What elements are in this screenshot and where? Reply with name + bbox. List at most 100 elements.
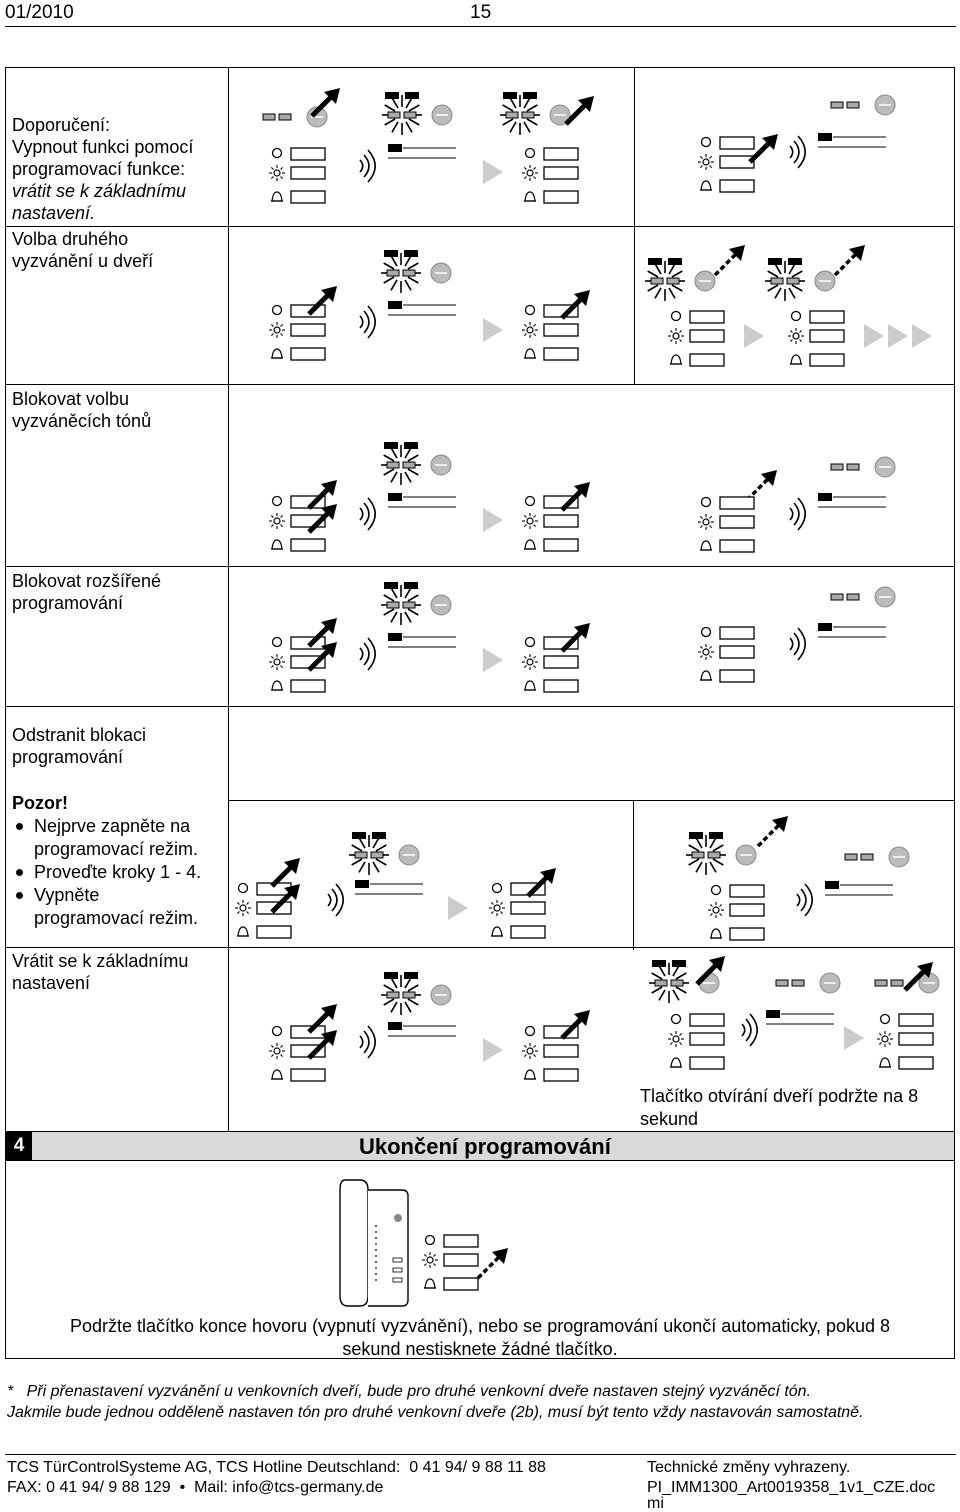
sound-icon <box>741 1013 758 1047</box>
key-ring <box>809 310 845 324</box>
tone-signal-icon <box>388 633 456 648</box>
key-bell <box>543 1068 579 1082</box>
sound-icon <box>789 627 806 661</box>
door-unit <box>500 92 571 135</box>
key-bell <box>290 347 326 361</box>
key-icon <box>830 593 844 601</box>
key-light <box>719 645 755 659</box>
led-icon <box>404 442 418 449</box>
key-bell <box>290 679 326 693</box>
key-icon <box>666 277 680 285</box>
sun-icon <box>526 658 534 666</box>
key-light <box>719 515 755 529</box>
warning-bullet: Proveďte kroky 1 - 4. <box>12 861 201 884</box>
recommendation-text: Doporučení: Vypnout funkci pomocí progra… <box>12 115 194 223</box>
ring-icon <box>524 1025 536 1037</box>
key-bell <box>443 1277 479 1291</box>
tone-signal-icon <box>388 301 456 316</box>
press-arrow-icon <box>560 1010 590 1040</box>
press-arrow-icon <box>307 504 337 534</box>
bell-icon <box>237 926 249 937</box>
key-light <box>510 901 546 915</box>
button-panel <box>698 626 755 683</box>
key-icon <box>402 601 416 609</box>
bell-icon <box>271 191 283 202</box>
led-icon <box>668 258 682 265</box>
door-unit <box>775 972 841 994</box>
key-bell <box>290 538 326 552</box>
key-icon <box>691 851 705 859</box>
bell-icon <box>271 539 283 550</box>
door-unit <box>381 442 452 485</box>
sun-icon <box>526 1047 534 1055</box>
release-arrow-icon <box>745 470 777 502</box>
led-icon <box>384 250 398 257</box>
press-arrow-icon <box>748 134 778 164</box>
sun-icon <box>712 906 720 914</box>
sound-icon <box>796 883 813 917</box>
led-icon <box>404 972 418 979</box>
step4-bar <box>6 1132 954 1160</box>
ring-icon <box>700 496 712 508</box>
tone-signal-icon <box>388 144 456 159</box>
sun-icon <box>273 1047 281 1055</box>
handset-icon <box>339 1179 409 1307</box>
next-step-arrow-icon <box>864 324 884 348</box>
block-ringtone-title: Blokovat volbu vyzváněcích tónů <box>12 389 152 431</box>
bell-icon <box>700 540 712 551</box>
next-step-arrow-icon <box>888 324 908 348</box>
warning-title: Pozor! <box>12 793 68 813</box>
ring-icon <box>271 304 283 316</box>
bell-icon <box>524 680 536 691</box>
door-unit <box>381 972 452 1015</box>
button-panel <box>698 136 755 193</box>
sound-icon <box>789 497 806 531</box>
ring-icon <box>670 310 682 322</box>
key-light <box>689 1032 725 1046</box>
press-arrow-icon <box>307 1030 337 1060</box>
sun-icon <box>526 326 534 334</box>
key-icon <box>670 979 684 987</box>
ring-icon <box>424 1234 436 1246</box>
led-icon <box>384 442 398 449</box>
release-arrow-icon <box>833 245 865 277</box>
ring-icon <box>710 884 722 896</box>
sun-icon <box>239 904 247 912</box>
key-icon <box>278 113 292 121</box>
key-bell <box>689 1056 725 1070</box>
key-icon <box>262 113 276 121</box>
key-icon <box>874 979 888 987</box>
press-arrow-icon <box>307 1004 337 1034</box>
ring-icon <box>271 1025 283 1037</box>
tone-signal-icon <box>825 881 893 896</box>
ring-icon <box>271 147 283 159</box>
key-light <box>689 329 725 343</box>
button-panel <box>668 1013 725 1070</box>
bell-icon <box>879 1057 891 1068</box>
tone-signal-icon <box>355 880 423 895</box>
door-unit <box>381 582 452 625</box>
key-bell <box>729 927 765 941</box>
key-ring <box>689 1013 725 1027</box>
next-step-arrow-icon <box>448 896 468 920</box>
header-rule <box>5 26 956 27</box>
key-ring <box>290 636 326 650</box>
tone-signal-icon <box>766 1010 834 1025</box>
door-unit <box>830 94 896 116</box>
warning-bullet: Nejprve zapněte na programovací režim. <box>12 815 201 861</box>
sun-icon <box>881 1035 889 1043</box>
sun-icon <box>672 332 680 340</box>
step4-number: 4 <box>6 1132 32 1160</box>
ring-icon <box>524 495 536 507</box>
bell-icon <box>271 1069 283 1080</box>
key-ring <box>719 136 755 150</box>
door-unit <box>765 258 836 301</box>
ring-icon <box>700 626 712 638</box>
led-icon <box>385 92 399 99</box>
key-icon <box>386 601 400 609</box>
key-icon <box>521 111 535 119</box>
sound-icon <box>359 1025 376 1059</box>
button-panel <box>668 310 725 367</box>
led-icon <box>503 92 517 99</box>
key-icon <box>354 851 368 859</box>
